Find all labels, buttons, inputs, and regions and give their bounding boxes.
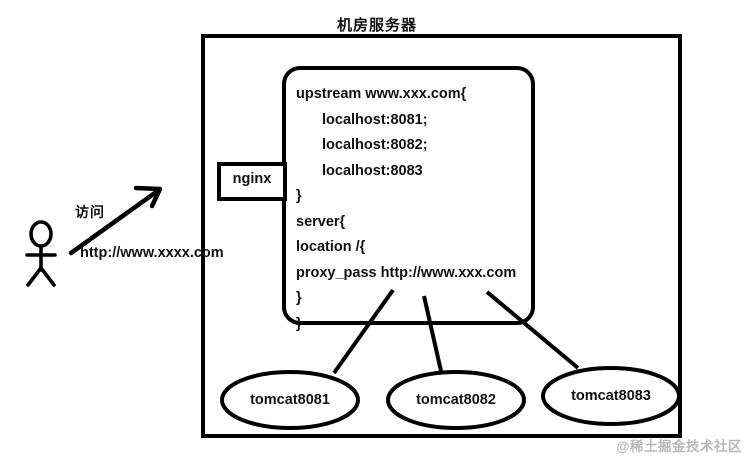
tomcat8081-node[interactable] (220, 370, 360, 430)
watermark: @稀土掘金技术社区 (616, 438, 742, 454)
config-line: localhost:8081; (322, 111, 428, 128)
connector-line-tomcat8083 (485, 290, 580, 370)
access-label: 访问 (75, 204, 105, 220)
connector-line-tomcat8081 (332, 288, 395, 375)
backend-label-tomcat8082[interactable]: tomcat8082 (416, 392, 496, 408)
stick-figure-user-icon (25, 220, 57, 287)
config-line: server{ (296, 213, 346, 230)
tomcat8083-node[interactable] (541, 366, 681, 426)
connector-line-tomcat8082 (422, 295, 443, 372)
config-line: upstream www.xxx.com{ (296, 86, 467, 102)
nginx-box-label[interactable]: nginx (232, 171, 272, 187)
config-line: proxy_pass http://www.xxx.com (296, 264, 517, 281)
nginx-config-box (282, 66, 535, 325)
config-line: } (296, 290, 302, 306)
tomcat8082-node[interactable] (386, 370, 526, 430)
config-line: } (296, 188, 302, 204)
backend-label-tomcat8081[interactable]: tomcat8081 (250, 392, 330, 408)
config-line: } (296, 315, 302, 332)
config-line: localhost:8082; (322, 137, 428, 153)
nginx-box[interactable] (217, 162, 287, 201)
access-arrow-icon (68, 185, 163, 256)
config-line: location /{ (296, 239, 366, 255)
page-title: 机房服务器 (336, 17, 417, 34)
backend-label-tomcat8083[interactable]: tomcat8083 (571, 388, 651, 404)
config-line: localhost:8083 (322, 162, 423, 179)
client-url-label: http://www.xxxx.com (80, 245, 224, 261)
